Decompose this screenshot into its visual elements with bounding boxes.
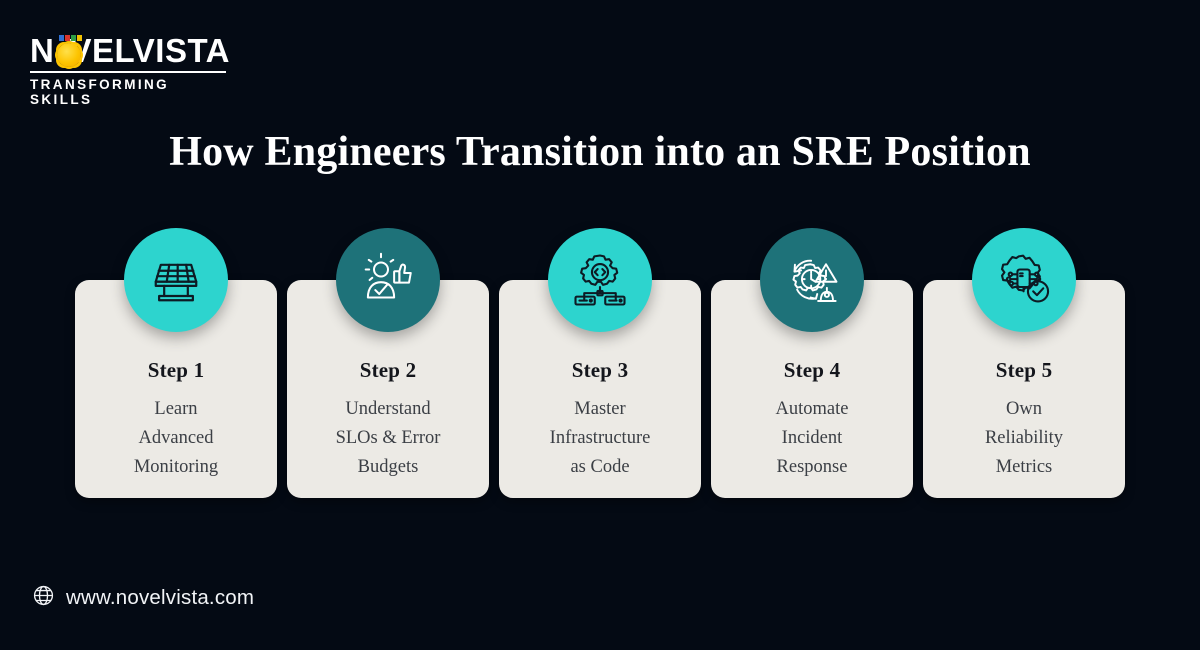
brand-logo: N VELVISTA TRANSFORMING SKILLS (30, 34, 230, 107)
page-title: How Engineers Transition into an SRE Pos… (169, 129, 1031, 175)
gear-code-servers-icon (572, 252, 628, 308)
step-card-2: Step 2 Understand SLOs & Error Budgets (287, 280, 489, 498)
step-badge-4 (760, 228, 864, 332)
step-item-4[interactable]: Step 4 Automate Incident Response (711, 228, 913, 503)
step-badge-5 (972, 228, 1076, 332)
step-item-2[interactable]: Step 2 Understand SLOs & Error Budgets (287, 228, 489, 503)
sun-disc (57, 42, 82, 67)
step-label-1: Step 1 (147, 358, 205, 382)
step-badge-2 (336, 228, 440, 332)
step-description-4: Automate Incident Response (775, 399, 849, 478)
step-description-2: Understand SLOs & Error Budgets (335, 399, 441, 478)
steps-row: Step 1 Learn Advanced Monitoring Step 2 … (75, 228, 1125, 503)
globe-icon (32, 584, 55, 612)
step-label-4: Step 4 (783, 358, 841, 382)
logo-tagline: TRANSFORMING SKILLS (30, 77, 170, 107)
pixel-yellow (77, 34, 83, 41)
step-item-3[interactable]: Step 3 Master Infrastructure as Code (499, 228, 701, 503)
logo-divider (30, 71, 226, 73)
clock-gear-alert-siren-icon (784, 252, 840, 308)
pixel-blue (59, 34, 65, 41)
step-description-5: Own Reliability Metrics (984, 399, 1064, 478)
step-description-3: Master Infrastructure as Code (549, 399, 651, 478)
logo-pixel-squares (59, 34, 83, 41)
footer: www.novelvista.com (32, 584, 254, 612)
solar-panel-dashboard-icon (149, 253, 203, 307)
step-description-1: Learn Advanced Monitoring (133, 399, 219, 478)
step-item-1[interactable]: Step 1 Learn Advanced Monitoring (75, 228, 277, 503)
pixel-red (65, 34, 71, 41)
step-badge-1 (124, 228, 228, 332)
step-item-5[interactable]: Step 5 Own Reliability Metrics (923, 228, 1125, 503)
person-thumbs-up-check-icon (360, 252, 416, 308)
footer-url[interactable]: www.novelvista.com (66, 586, 255, 609)
sun-burst-icon (55, 34, 83, 67)
logo-text-n: N (30, 32, 55, 69)
gear-circuit-check-icon (996, 252, 1052, 308)
step-badge-3 (548, 228, 652, 332)
logo-text-velvista: VELVISTA (69, 32, 230, 69)
step-label-5: Step 5 (995, 358, 1053, 382)
step-label-3: Step 3 (571, 358, 629, 382)
logo-wordmark: N VELVISTA (30, 34, 230, 67)
step-label-2: Step 2 (359, 358, 417, 382)
pixel-green (71, 34, 77, 41)
